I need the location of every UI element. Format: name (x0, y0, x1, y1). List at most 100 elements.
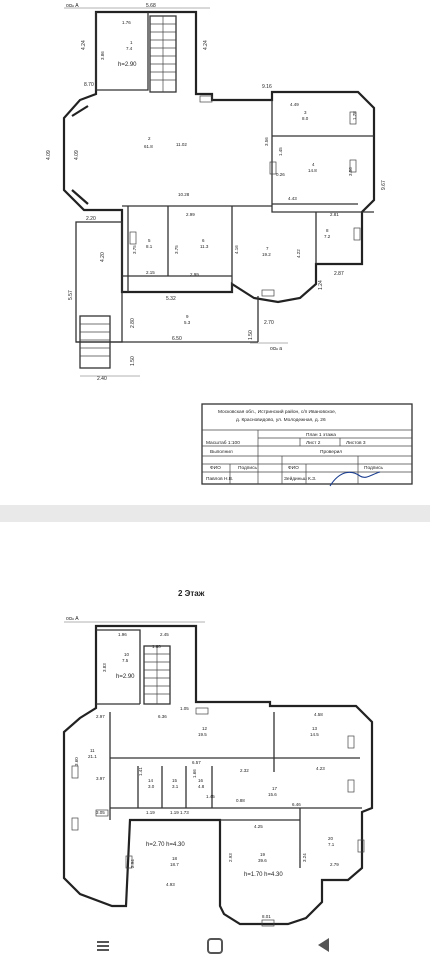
svg-text:19.2: 19.2 (262, 252, 271, 257)
dim2-6.36: 6.36 (158, 714, 167, 719)
svg-text:14: 14 (148, 778, 154, 783)
svg-text:Лист 2: Лист 2 (306, 440, 321, 446)
dim-4.20: 4.20 (100, 252, 106, 262)
dim-1.50a: 1.50 (248, 330, 254, 340)
room-5-label: 5 8.1 (146, 238, 153, 249)
dim2-3.97: 3.97 (96, 776, 105, 781)
room-9-label: 9 5.3 (184, 314, 191, 325)
dim-9.16: 9.16 (262, 84, 272, 90)
svg-text:14.8: 14.8 (308, 168, 317, 173)
svg-text:Проверил: Проверил (320, 449, 342, 455)
svg-text:Масштаб 1:100: Масштаб 1:100 (206, 440, 240, 446)
floor-plan-sheet-2: 2 Этаж ось А 1.96 2.45 3.83 1.60 2.97 6.… (0, 522, 430, 932)
dim-2.70: 2.70 (264, 320, 274, 326)
dim2-4.93: 4.93 (166, 882, 175, 887)
svg-text:20: 20 (328, 836, 334, 841)
room-17-label: 17 15.6 (268, 786, 278, 797)
room-10-walls (96, 629, 141, 705)
svg-text:8.0: 8.0 (302, 116, 309, 121)
dim2-0.88: 0.88 (236, 798, 245, 803)
dim2-3.05: 3.05 (96, 810, 105, 815)
dim2-6.46: 6.46 (292, 802, 301, 807)
svg-text:10: 10 (124, 652, 130, 657)
svg-text:Листов 3: Листов 3 (346, 440, 366, 446)
svg-text:14.5: 14.5 (310, 732, 319, 737)
svg-text:39.6: 39.6 (258, 858, 267, 863)
axis-a-label: ось А (66, 3, 79, 9)
floor-plan-sheet-1: ось А 5.68 ось а 4.24 (0, 0, 430, 505)
recent-apps-icon[interactable] (95, 938, 111, 954)
dim-1.50b: 1.50 (130, 356, 136, 366)
staircase-1 (149, 15, 177, 93)
svg-text:4.8: 4.8 (198, 784, 205, 789)
dim2-2.79: 2.79 (330, 862, 339, 867)
dim2-2.93: 2.93 (228, 853, 233, 862)
svg-text:6: 6 (202, 238, 205, 243)
dim-8.70: 8.70 (84, 82, 94, 88)
svg-text:Зейдиньш К.З.: Зейдиньш К.З. (284, 475, 316, 482)
svg-text:h=1.70 h=4.30: h=1.70 h=4.30 (244, 872, 283, 878)
svg-text:7.5: 7.5 (122, 658, 129, 663)
svg-text:7: 7 (266, 246, 269, 251)
svg-text:15.6: 15.6 (268, 792, 277, 797)
rooms-5-8-walls (122, 205, 317, 292)
system-navigation-bar (0, 932, 430, 960)
room-6-label: 6 11.3 (200, 238, 209, 249)
room-18-label: h=2.70 h=4.30 18 18.7 (146, 842, 185, 867)
svg-text:7.1: 7.1 (328, 842, 335, 847)
dim-3.56b: 3.56 (348, 167, 353, 176)
room-20-label: 20 7.1 (328, 836, 335, 847)
svg-text:11.02: 11.02 (176, 142, 187, 147)
dim2-1.41: 1.41 (138, 767, 143, 776)
outer-wall-1 (62, 10, 376, 304)
title-block: Московская обл., Истринский район, с/п И… (201, 403, 413, 487)
dim2-1.96: 1.96 (118, 632, 127, 637)
svg-text:17: 17 (272, 786, 278, 791)
dim2-1.60: 1.60 (152, 644, 161, 649)
svg-text:ФИО: ФИО (210, 465, 221, 471)
svg-text:19: 19 (260, 852, 266, 857)
dim-right-4.24: 4.24 (203, 40, 209, 50)
dim2-2.94: 2.94 (130, 859, 135, 868)
dim-4.09b: 4.09 (74, 150, 80, 160)
dim2-4.25: 4.25 (254, 824, 263, 829)
home-icon[interactable] (207, 938, 223, 954)
dim2-2.45: 2.45 (160, 632, 169, 637)
back-icon[interactable] (318, 938, 329, 952)
svg-text:61.8: 61.8 (144, 144, 153, 149)
dim-1.76: 1.76 (122, 20, 131, 25)
svg-text:7.4: 7.4 (126, 46, 133, 51)
dim-2.99b: 2.99 (190, 272, 199, 277)
dim2-1.05: 1.05 (180, 706, 189, 711)
svg-text:19.5: 19.5 (198, 732, 207, 737)
dim-3.86: 3.86 (100, 51, 105, 60)
svg-text:д. Красновидово, ул. Молодежна: д. Красновидово, ул. Молодежная, д. 26 (236, 417, 326, 423)
dim-1.78: 1.78 (352, 111, 357, 120)
svg-text:13: 13 (312, 726, 318, 731)
svg-text:15: 15 (172, 778, 178, 783)
room-15-label: 15 3.1 (172, 778, 179, 789)
svg-text:3: 3 (304, 110, 307, 115)
dim-9.67: 9.67 (381, 180, 387, 190)
dim2-1.19b: 1.19 (170, 810, 179, 815)
room-1-walls (95, 12, 149, 91)
dim2-4.58: 4.58 (314, 712, 323, 717)
dim-3.75b: 3.75 (174, 245, 179, 254)
svg-text:16: 16 (198, 778, 204, 783)
signature-mark (329, 471, 381, 487)
dim-left-4.24: 4.24 (81, 40, 87, 50)
dim-2.20: 2.20 (86, 216, 96, 222)
room-12-label: 12 19.5 (198, 726, 208, 737)
svg-text:11.3: 11.3 (200, 244, 209, 249)
svg-text:12: 12 (202, 726, 208, 731)
dim2-3.60: 3.60 (74, 757, 79, 766)
dim2-3.83: 3.83 (102, 663, 107, 672)
dim-10.28: 10.28 (178, 192, 190, 197)
dim-2.40: 2.40 (97, 376, 107, 382)
floor-plan-1-drawing: ось А 5.68 ось а 4.24 (46, 3, 413, 487)
axis-a-label-2: ось А (66, 616, 79, 622)
dim2-1.66: 1.66 (192, 769, 197, 778)
room-14-label: 14 3.0 (148, 778, 155, 789)
svg-text:1: 1 (130, 40, 133, 45)
svg-text:18: 18 (172, 856, 178, 861)
